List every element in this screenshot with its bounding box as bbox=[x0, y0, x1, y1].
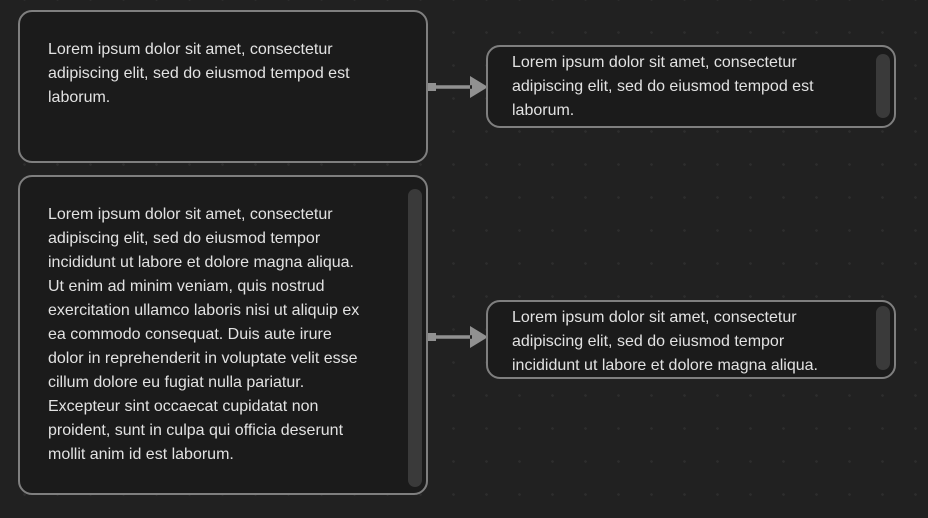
node-text-line: dolor in reprehenderit in voluptate veli… bbox=[48, 350, 358, 367]
node-text-line: Lorem ipsum dolor sit amet, consectetur bbox=[48, 206, 333, 223]
scrollbar-thumb[interactable] bbox=[876, 54, 890, 118]
node-bottom-right[interactable]: Lorem ipsum dolor sit amet, consectetur … bbox=[486, 300, 896, 379]
node-text-line: incididunt ut labore et dolore magna ali… bbox=[48, 254, 354, 271]
node-text: Lorem ipsum dolor sit amet, consectetur … bbox=[48, 38, 398, 110]
node-top-left[interactable]: Lorem ipsum dolor sit amet, consectetur … bbox=[18, 10, 428, 163]
connection-arrow-bottom[interactable] bbox=[428, 326, 488, 348]
node-text-line: cillum dolore eu fugiat nulla pariatur. bbox=[48, 374, 305, 391]
node-text: Lorem ipsum dolor sit amet, consectetur … bbox=[48, 203, 398, 467]
node-text-line: Lorem ipsum dolor sit amet, consectetur bbox=[512, 54, 797, 71]
node-text-line: Lorem ipsum dolor sit amet, consectetur bbox=[48, 41, 333, 58]
node-text-line: exercitation ullamco laboris nisi ut ali… bbox=[48, 302, 360, 319]
node-text-line: incididunt ut labore et dolore magna ali… bbox=[512, 357, 818, 374]
node-text-line: adipiscing elit, sed do eiusmod tempor bbox=[512, 333, 785, 350]
node-bottom-left[interactable]: Lorem ipsum dolor sit amet, consectetur … bbox=[18, 175, 428, 495]
node-text-line: adipiscing elit, sed do eiusmod tempor bbox=[48, 230, 321, 247]
node-text-line: adipiscing elit, sed do eiusmod tempod e… bbox=[512, 78, 814, 95]
connection-arrow-top[interactable] bbox=[428, 76, 488, 98]
node-text-line: proident, sunt in culpa qui officia dese… bbox=[48, 422, 344, 439]
node-text-line: laborum. bbox=[48, 89, 111, 106]
node-text-line: Excepteur sint occaecat cupidatat non bbox=[48, 398, 319, 415]
node-text-line: Lorem ipsum dolor sit amet, consectetur bbox=[512, 309, 797, 326]
scrollbar-thumb[interactable] bbox=[876, 306, 890, 370]
node-text: Lorem ipsum dolor sit amet, consectetur … bbox=[512, 51, 870, 123]
node-text: Lorem ipsum dolor sit amet, consectetur … bbox=[512, 306, 870, 377]
scrollbar-thumb[interactable] bbox=[408, 189, 422, 487]
node-text-line: mollit anim id est laborum. bbox=[48, 446, 234, 463]
node-text-line: laborum. bbox=[512, 102, 575, 119]
node-text-line: ea commodo consequat. Duis aute irure bbox=[48, 326, 332, 343]
node-text-line: adipiscing elit, sed do eiusmod tempod e… bbox=[48, 65, 350, 82]
node-top-right[interactable]: Lorem ipsum dolor sit amet, consectetur … bbox=[486, 45, 896, 128]
node-text-line: Ut enim ad minim veniam, quis nostrud bbox=[48, 278, 325, 295]
